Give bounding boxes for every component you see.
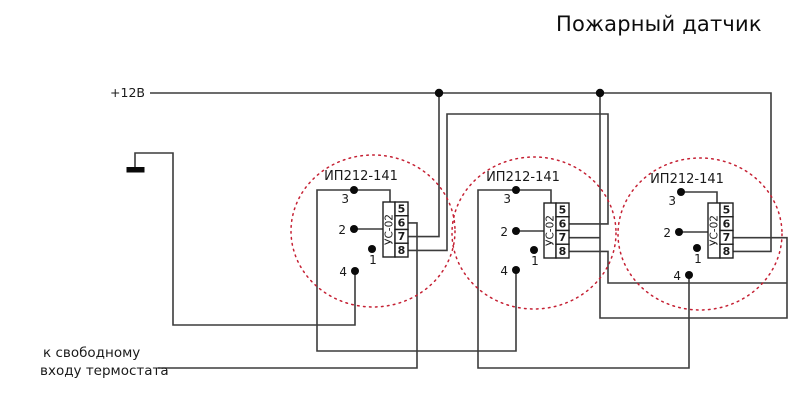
detector-2-terminal-5-number: 5 <box>559 204 567 217</box>
detector-1-pin-3-dot <box>350 186 358 194</box>
detector-1-pin-1-label: 1 <box>369 253 377 267</box>
detector-3-pin-2-label: 2 <box>663 226 671 240</box>
detector-3-terminal-7-number: 7 <box>723 231 731 244</box>
detector-3-pin-4-label: 4 <box>673 269 681 283</box>
detector-1-dashed-circle <box>290 154 456 308</box>
detector-3-pin-1-dot <box>693 244 701 252</box>
detector-3-connector-label: УС-02 <box>709 215 721 246</box>
junction-dot <box>595 88 605 98</box>
thermostat-to-det1-pin6 <box>158 222 418 369</box>
detector-2-terminal-6-number: 6 <box>559 217 567 230</box>
detector-2-connector-label: УС-02 <box>545 215 557 246</box>
detector-1-terminal-7-number: 7 <box>398 230 406 243</box>
power-rail-label: +12В <box>110 85 145 100</box>
det1-pin7-power-drop <box>408 93 440 238</box>
detector-2-pin-4-dot <box>512 266 520 274</box>
detector-3-dashed-circle <box>617 157 783 311</box>
detector-1-terminal-8 <box>394 242 409 258</box>
detector-2-pin-1-label: 1 <box>531 254 539 268</box>
detector-1-pin-4-dot <box>351 267 359 275</box>
detector-3-terminal-6-number: 6 <box>723 217 731 230</box>
detector-1-terminal-5-number: 5 <box>398 203 406 216</box>
detector-1-pin-3-label: 3 <box>341 192 349 206</box>
detector-2-terminal-7-number: 7 <box>559 231 567 244</box>
det1-pin4-to-contact <box>134 152 356 326</box>
detector-2-dashed-circle <box>451 156 617 310</box>
detector-2-pin-2-label: 2 <box>500 225 508 239</box>
page-title: Пожарный датчик <box>556 12 762 36</box>
detector-1-model-label: ИП212-141 <box>324 169 398 184</box>
detector-3-terminal-8 <box>719 243 734 259</box>
detector-2-terminal-8-number: 8 <box>559 245 567 258</box>
detector-2-pin-1-dot <box>530 246 538 254</box>
detector-3-model-label: ИП212-141 <box>650 172 724 187</box>
detector-3-terminal-8-number: 8 <box>723 245 731 258</box>
detector-2-terminal-8 <box>555 243 570 259</box>
detector-2-pin-3-dot <box>512 186 520 194</box>
det1-pin8-to-det2-pin6-bridge <box>408 113 609 252</box>
detector-2-pin-2-dot <box>512 227 520 235</box>
detector-3-terminal-5-number: 5 <box>723 204 731 217</box>
detector-3-pin-2-dot <box>675 228 683 236</box>
det1-pin3-to-det2-pin4 <box>316 189 517 352</box>
det3-pin3-wire <box>681 191 718 203</box>
detector-3-pin-4-dot <box>685 271 693 279</box>
detector-2-pin-4-label: 4 <box>500 264 508 278</box>
detector-2-model-label: ИП212-141 <box>486 170 560 185</box>
detector-3-pin-1-label: 1 <box>694 252 702 266</box>
contact-bar-symbol <box>126 167 145 173</box>
thermostat-label-line1: к свободному <box>43 345 141 361</box>
thermostat-label-line2: входу термостата <box>40 363 169 379</box>
power-rail <box>150 92 772 253</box>
detector-1-pin-4-label: 4 <box>339 265 347 279</box>
det2-pin8-bridge <box>569 250 787 284</box>
detector-1-terminal-6-number: 6 <box>398 216 406 229</box>
detector-3-pin-3-dot <box>677 188 685 196</box>
det2-pin3-to-det3-pin4 <box>477 189 690 369</box>
detector-1-connector-label: УС-02 <box>384 214 396 245</box>
junction-dot <box>434 88 444 98</box>
detector-1-pin-2-dot <box>350 225 358 233</box>
detector-3-pin-3-label: 3 <box>668 194 676 208</box>
detector-1-pin-2-label: 2 <box>338 223 346 237</box>
detector-1-pin-1-dot <box>368 245 376 253</box>
det2-det3-power-loop <box>599 93 788 319</box>
detector-1-terminal-8-number: 8 <box>398 244 406 257</box>
thermostat-label: к свободному входу термостата <box>40 344 169 380</box>
detector-2-pin-3-label: 3 <box>503 192 511 206</box>
